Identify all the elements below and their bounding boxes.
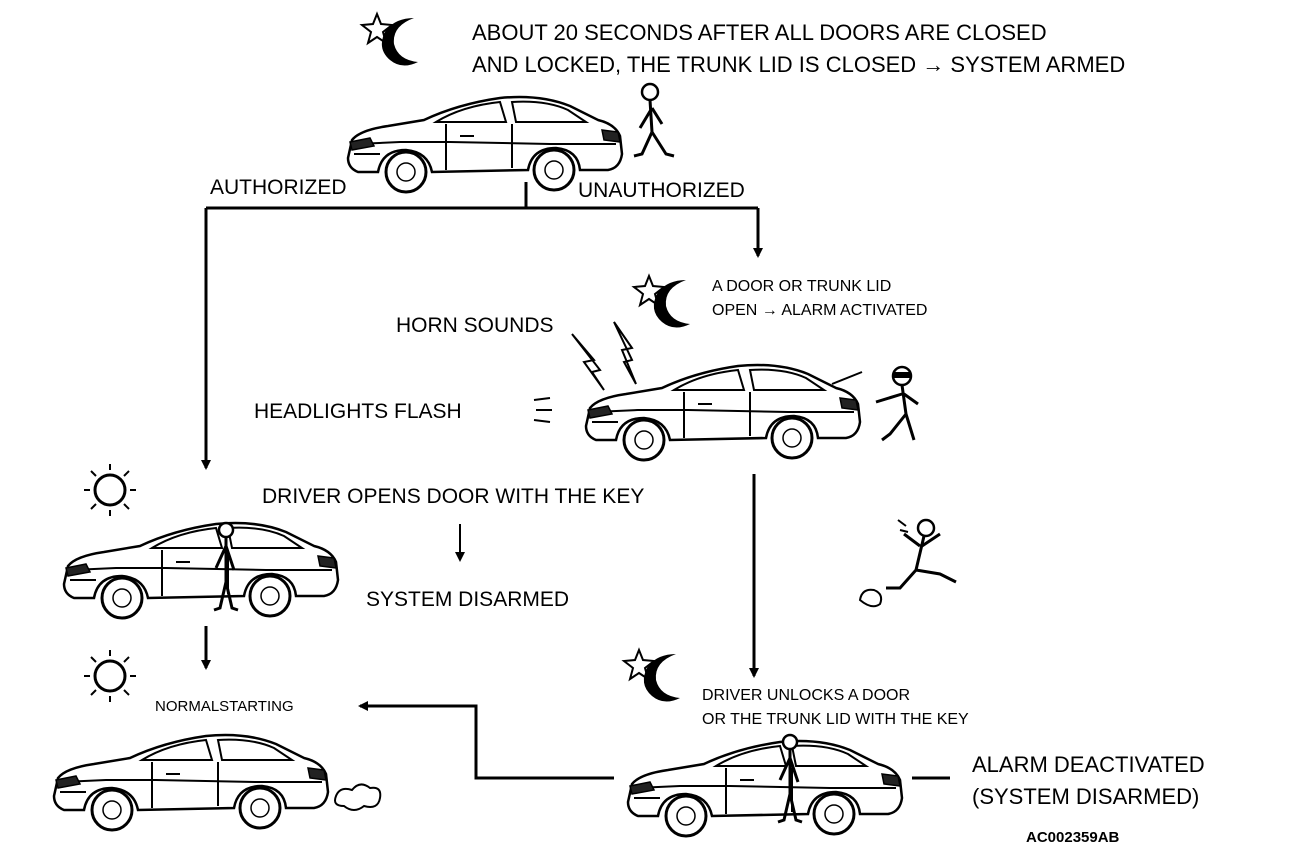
normal-starting-label: NORMALSTARTING (155, 698, 294, 715)
armed-text-line1: ABOUT 20 SECONDS AFTER ALL DOORS ARE CLO… (472, 20, 1047, 45)
driver-opens-label: DRIVER OPENS DOOR WITH THE KEY (262, 485, 644, 508)
unlock-text-line1: DRIVER UNLOCKS A DOOR (702, 687, 910, 704)
star-moon-icon (361, 13, 419, 67)
system-disarmed-label: SYSTEM DISARMED (366, 588, 569, 611)
flash-lines (533, 397, 552, 423)
parked-car (346, 95, 624, 194)
sun-icon (82, 462, 138, 518)
star-moon-icon (633, 275, 691, 329)
figure-code: AC002359AB (1026, 829, 1120, 846)
alarm-car (584, 363, 862, 462)
headlights-flash-label: HEADLIGHTS FLASH (254, 400, 462, 423)
deactivated-text-line2: (SYSTEM DISARMED) (972, 784, 1199, 809)
unlocked-car (626, 739, 904, 838)
unauthorized-label: UNAUTHORIZED (578, 179, 745, 202)
exhaust-puff-icon (334, 783, 382, 811)
walking-person (632, 82, 676, 158)
sun-icon (82, 648, 138, 704)
open-trunk-lid (831, 371, 863, 385)
intruder-figure (875, 365, 919, 442)
star-moon-icon (623, 649, 681, 703)
deactivated-text-line1: ALARM DEACTIVATED (972, 752, 1205, 777)
alarm-text-line2: OPEN → ALARM ACTIVATED (712, 302, 927, 319)
fleeing-intruder (858, 518, 957, 608)
horn-sounds-label: HORN SOUNDS (396, 314, 554, 337)
armed-text-line2: AND LOCKED, THE TRUNK LID IS CLOSED → SY… (472, 52, 1125, 77)
unlock-text-line2: OR THE TRUNK LID WITH THE KEY (702, 711, 969, 728)
running-car (52, 733, 330, 832)
alarm-text-line1: A DOOR OR TRUNK LID (712, 278, 891, 295)
driver-car (62, 521, 340, 620)
authorized-label: AUTHORIZED (210, 176, 347, 199)
lightning-icon (613, 321, 637, 385)
lightning-icon (571, 333, 605, 391)
